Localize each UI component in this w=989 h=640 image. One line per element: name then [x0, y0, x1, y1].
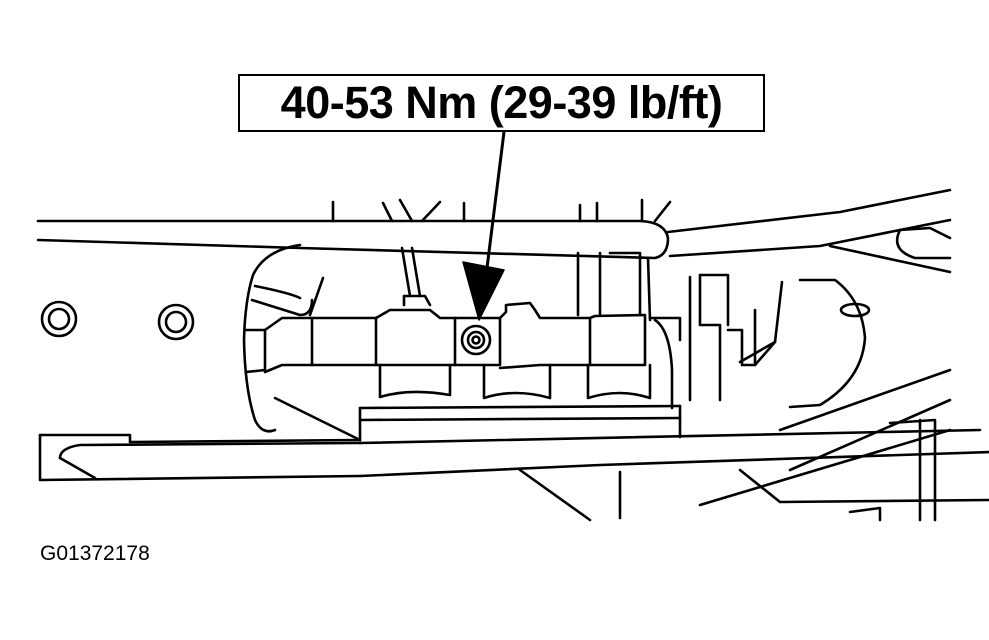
- base-plate: [38, 368, 989, 522]
- leader-arrow: [462, 130, 506, 321]
- mounting-hole-middle: [157, 303, 195, 341]
- mounting-hole-left: [40, 300, 78, 338]
- figure-id: G01372178: [40, 542, 150, 565]
- top-rail: [36, 188, 952, 274]
- housing-opening: [242, 243, 871, 433]
- target-bolt: [460, 324, 492, 356]
- torque-callout: 40-53 Nm (29-39 lb/ft): [238, 74, 765, 132]
- valve-body-assembly: [244, 246, 777, 410]
